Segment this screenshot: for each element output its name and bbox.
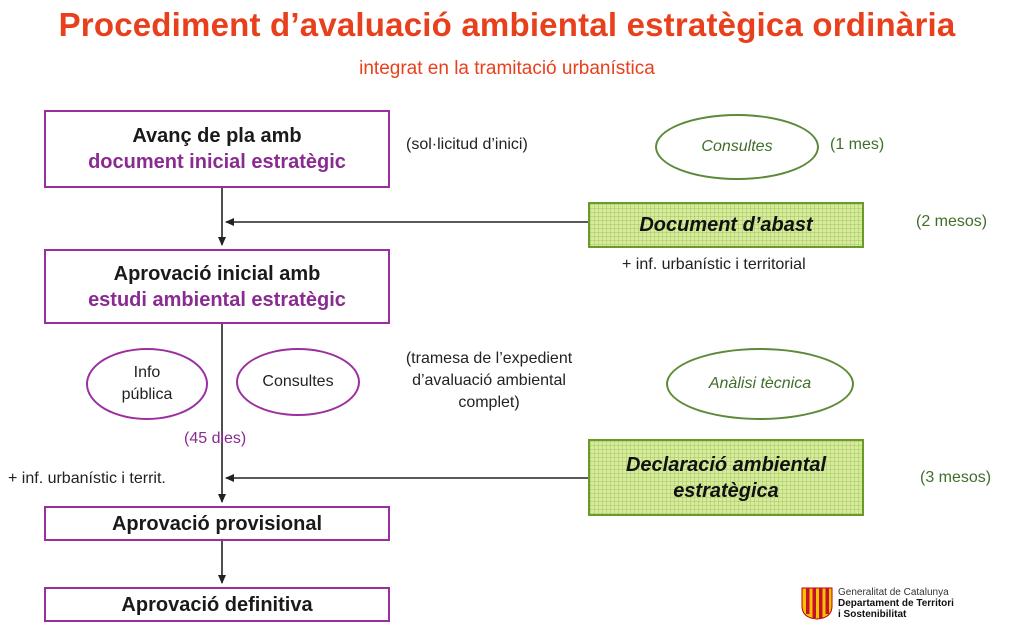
step-avanc-line2: document inicial estratègic [88,151,346,173]
info-publica-line1: Info [133,364,161,381]
note-45-dies: (45 dies) [184,430,247,447]
note-inf-urbanistic-territ: + inf. urbanístic i territ. [8,470,166,487]
step-avanc-de-pla: Avanç de pla amb document inicial estrat… [44,110,390,188]
consultes-oval-top-label: Consultes [701,138,773,155]
analisi-tecnica-oval: Anàlisi tècnica [666,348,854,420]
logo-line2: Departament de Territori [838,598,954,609]
declaracio-line1: Declaració ambiental [625,453,827,476]
note-tres-mesos: (3 mesos) [920,469,992,486]
note-tramesa-line3: complet) [458,394,520,411]
document-abast-box: Document d’abast [588,202,864,248]
logo-text: Generalitat de Catalunya Departament de … [838,587,954,620]
note-dos-mesos: (2 mesos) [916,213,988,230]
note-sollicitud: (sol·licitud d’inici) [406,136,528,153]
logo-line1: Generalitat de Catalunya [838,587,949,598]
step-aprov-inicial-line2: estudi ambiental estratègic [88,288,346,311]
logo-line3: i Sostenibilitat [838,609,907,620]
consultes-oval-top: Consultes [655,114,819,180]
step-aprovacio-inicial: Aprovació inicial amb estudi ambiental e… [44,249,390,324]
generalitat-logo-icon [800,586,834,620]
step-aprov-definitiva-label: Aprovació definitiva [121,593,313,616]
note-inf-urbanistic-territorial: + inf. urbanístic i territorial [622,256,806,273]
note-un-mes: (1 mes) [830,136,885,153]
consultes-oval-middle-label: Consultes [262,373,334,390]
step-aprovacio-provisional: Aprovació provisional [44,506,390,541]
note-tramesa: (tramesa de l’expedient d’avaluació ambi… [384,348,594,414]
page-subtitle: integrat en la tramitació urbanística [359,58,655,79]
note-tramesa-line2: d’avaluació ambiental [412,372,566,389]
step-aprovacio-definitiva: Aprovació definitiva [44,587,390,622]
declaracio-line2: estratègica [673,479,779,502]
document-abast-label: Document d’abast [639,214,813,236]
declaracio-ambiental-box: Declaració ambiental estratègica [588,439,864,516]
info-publica-oval: Info pública [86,348,208,420]
info-publica-line2: pública [121,386,173,403]
consultes-oval-middle: Consultes [236,348,360,416]
step-avanc-line1: Avanç de pla amb [132,125,302,147]
step-aprov-inicial-line1: Aprovació inicial amb [113,262,321,285]
note-tramesa-line1: (tramesa de l’expedient [405,350,573,367]
page-title: Procediment d’avaluació ambiental estrat… [58,6,956,43]
analisi-tecnica-label: Anàlisi tècnica [708,375,812,392]
step-aprov-provisional-label: Aprovació provisional [111,512,323,535]
